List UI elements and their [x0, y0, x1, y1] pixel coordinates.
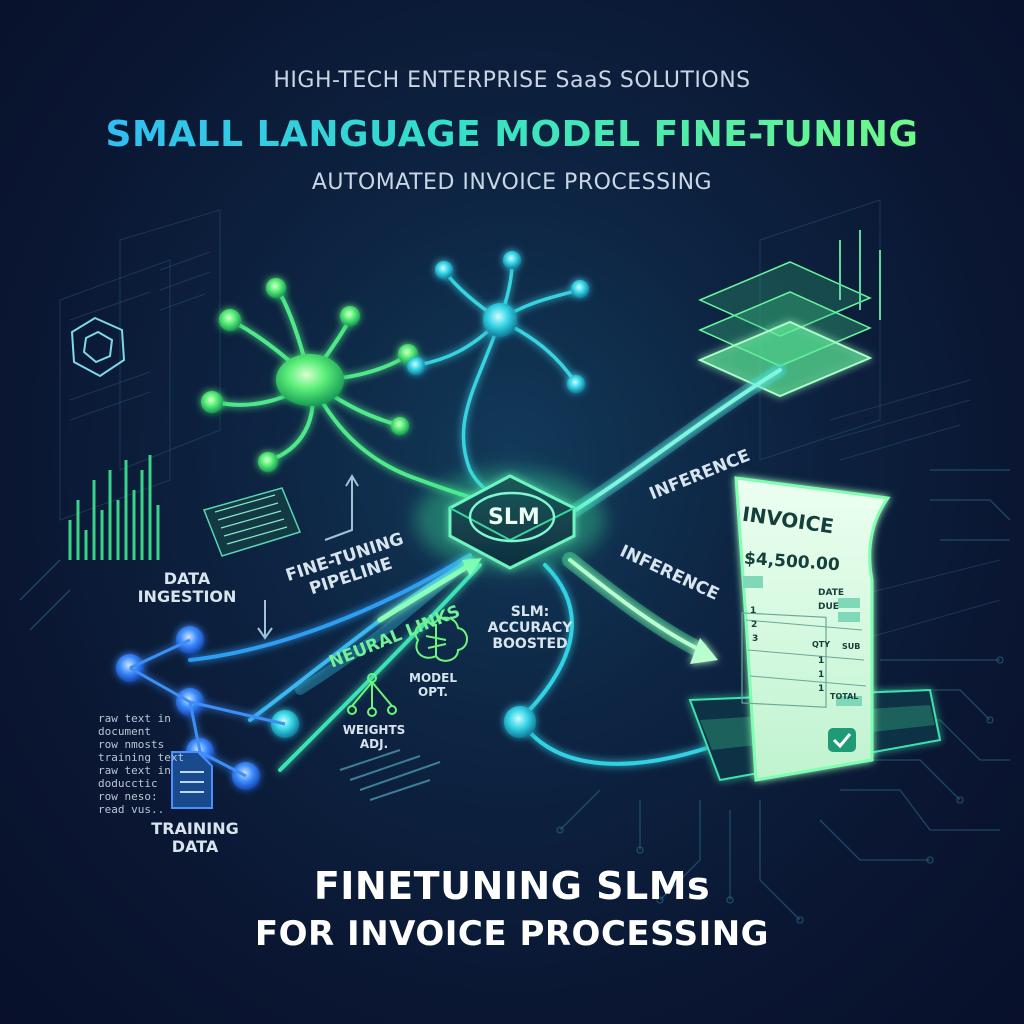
- document-icon: [203, 487, 302, 557]
- slm-accuracy-label: SLM: ACCURACY BOOSTED: [487, 604, 573, 653]
- footer-title: FINETUNING SLMs: [313, 864, 711, 908]
- slm-node-label: SLM: [488, 505, 540, 530]
- page-title: SMALL LANGUAGE MODEL FINE-TUNING: [0, 114, 1024, 155]
- invoice-qty-value: 1: [818, 684, 825, 694]
- background-panels: [59, 199, 1001, 641]
- weights-adj-label: WEIGHTS ADJ.: [342, 723, 406, 751]
- page-kicker: HIGH-TECH ENTERPRISE SaaS SOLUTIONS: [273, 68, 751, 93]
- invoice-row-number: 2: [751, 620, 758, 630]
- invoice-date-label: DATE: [818, 588, 845, 598]
- down-arrow-icon: [257, 474, 359, 640]
- invoice-row-number: 3: [752, 634, 759, 644]
- bar-chart-graphic: [68, 455, 160, 560]
- invoice-row-number: 1: [750, 606, 757, 616]
- hexagon-icon: [70, 316, 126, 378]
- invoice-total-label: TOTAL: [830, 692, 859, 701]
- circuit-traces: [19, 469, 1011, 924]
- page-subtitle: AUTOMATED INVOICE PROCESSING: [311, 170, 713, 195]
- model-opt-label: MODEL OPT.: [409, 671, 457, 699]
- footer-subtitle: FOR INVOICE PROCESSING: [254, 914, 770, 954]
- invoice-sub-label: SUB: [842, 642, 861, 651]
- brain-icon: [414, 616, 468, 662]
- file-icon: [171, 751, 213, 809]
- neuron-dendrites-cyan: [416, 260, 580, 507]
- invoice-paper: [734, 476, 891, 782]
- data-ingestion-label: DATA INGESTION: [137, 569, 237, 607]
- neuron-cells: [201, 251, 589, 472]
- invoice-qty-value: 1: [818, 670, 825, 680]
- raw-text-snippet: raw text in document row nmosts training…: [98, 712, 185, 816]
- invoice-qty-label: QTY: [812, 640, 831, 649]
- network-icon: [347, 673, 397, 717]
- invoice-qty-value: 1: [818, 656, 825, 666]
- slm-chip: [415, 470, 605, 570]
- data-pipes: [188, 363, 787, 772]
- invoice-due-label: DUE: [818, 602, 839, 612]
- training-data-label: TRAINING DATA: [151, 819, 239, 857]
- data-layer-stack: [697, 230, 881, 398]
- code-lines: [339, 749, 441, 801]
